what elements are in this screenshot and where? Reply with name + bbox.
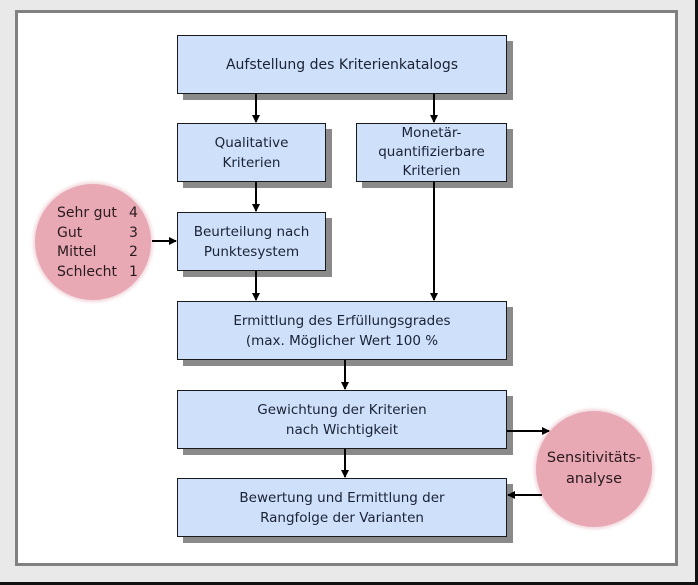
- rating-scale-circle: Sehr gut 4 Gut 3 Mittel 2 Schlecht 1: [35, 184, 151, 300]
- box-point-assessment: Beurteilung nach Punktesystem: [177, 212, 326, 271]
- box-criteria-catalog: Aufstellung des Kriterienkatalogs: [177, 35, 507, 94]
- scale-points: 3: [129, 224, 138, 241]
- scale-row: Mittel 2: [57, 243, 138, 263]
- rating-scale: Sehr gut 4 Gut 3 Mittel 2 Schlecht 1: [57, 204, 138, 282]
- box-criteria-weighting: Gewichtung der Kriterien nach Wichtigkei…: [177, 390, 507, 449]
- scale-row: Sehr gut 4: [57, 204, 138, 224]
- scale-label: Mittel: [57, 244, 97, 260]
- box-qualitative-criteria: Qualitative Kriterien: [177, 123, 326, 182]
- sensitivity-analysis-circle: Sensitivitäts- analyse: [536, 411, 652, 527]
- scale-points: 1: [129, 263, 138, 280]
- scale-row: Schlecht 1: [57, 263, 138, 283]
- scale-points: 2: [129, 244, 138, 260]
- scale-label: Sehr gut: [57, 205, 117, 221]
- scale-row: Gut 3: [57, 224, 138, 244]
- scale-label: Schlecht: [57, 263, 118, 280]
- window-edge-bottom: [0, 582, 698, 585]
- scale-label: Gut: [57, 224, 83, 241]
- box-variant-ranking: Bewertung und Ermittlung der Rangfolge d…: [177, 478, 507, 537]
- box-fulfillment-degree: Ermittlung des Erfüllungsgrades (max. Mö…: [177, 301, 507, 360]
- window-edge-right: [695, 0, 698, 585]
- box-monetary-criteria: Monetär- quantifizierbare Kriterien: [356, 123, 507, 182]
- scale-points: 4: [129, 205, 138, 221]
